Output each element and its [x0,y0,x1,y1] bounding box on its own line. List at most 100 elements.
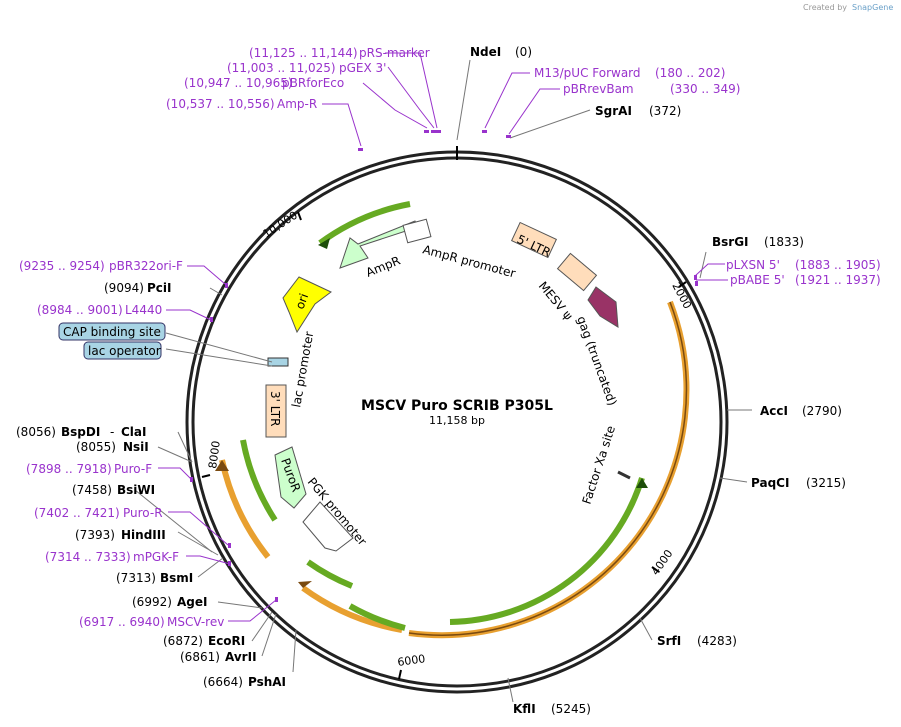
site-clai: ClaI [121,425,146,439]
gag-arrow [587,286,619,328]
orf-arc-green-top [318,201,411,246]
site-avrii: AvrII [225,650,257,664]
primer-pgex3-range: (11,003 .. 11,025) [227,61,336,75]
site-pcii: PciI [147,281,172,295]
primer-mscv-rev-range: (6917 .. 6940) [79,615,165,629]
orf-arc-orange-left [219,459,271,559]
orf-arc-orange-right [408,300,690,639]
site-bsrgi-pos: (1833) [764,235,804,249]
site-agei: AgeI [177,595,207,609]
orf-arrowhead [298,581,312,588]
cap-binding-site-box [58,322,166,341]
site-bspdi: BspDI [61,425,100,439]
site-agei-pos: (6992) [132,595,172,609]
feature-ampr: AmpR [364,253,402,279]
site-ecori: EcoRI [208,634,245,648]
ltr3-box [265,384,287,438]
orf-arc-orange-bottom [301,585,403,633]
primer-m13-puc-forward-range: (180 .. 202) [655,66,725,80]
credit-brand: SnapGene [852,3,893,12]
primer-plxsn5-range: (1883 .. 1905) [795,258,881,272]
site-paqci-pos: (3215) [806,476,846,490]
pgk-promoter-arrow [302,501,354,552]
orf-arc-green-left [240,439,278,522]
primer-markers [190,130,698,602]
primer-ampr: Amp-R [277,97,317,111]
primer-pbrforeco: pBRforEco [282,76,344,90]
site-sgrai: SgrAI [595,104,632,118]
primer-mpgk-f-range: (7314 .. 7333) [45,550,131,564]
credit-prefix: Created by [803,3,847,12]
orf-arrowhead-right [636,478,648,488]
primer-puro-f: Puro-F [114,462,152,476]
primer-pbr322ori-f: pBR322ori-F [109,259,183,273]
primer-puro-f-range: (7898 .. 7918) [26,462,112,476]
site-srfi: SrfI [657,634,681,648]
orf-arc-orange-right-core [408,301,688,636]
ampr-promoter-box [402,218,432,244]
orf-arc-green-bottom [306,559,354,589]
site-pcii-pos: (9094) [104,281,144,295]
tick-label-6000: 6000 [397,652,427,669]
site-nsii: NsiI [123,440,149,454]
primer-l4440-range: (8984 .. 9001) [37,303,123,317]
site-bsmi-pos: (7313) [116,571,156,585]
tick-label-10000: 10,000 [261,209,300,241]
orf-arrowhead-top [318,238,330,249]
puror-arrow [274,446,307,509]
site-paqci: PaqCI [751,476,789,490]
primer-pbabe5: pBABE 5' [730,273,785,287]
primer-ampr-range: (10,537 .. 10,556) [166,97,275,111]
primer-leader-lines [158,52,728,622]
site-bsrgi: BsrGI [712,235,749,249]
primer-pbabe5-range: (1921 .. 1937) [795,273,881,287]
primer-pbrrevbam-range: (330 .. 349) [670,82,740,96]
tick-label-4000: 4000 [649,547,676,577]
site-nsii-pos: (8055) [76,440,116,454]
site-sgrai-pos: (372) [649,104,681,118]
plasmid-size: 11,158 bp [429,414,485,427]
feature-gag: gag (truncated) [574,314,619,407]
cap-binding-site-label: CAP binding site [63,325,161,339]
site-hindiii: HindIII [121,528,166,542]
primer-prs-marker-range: (11,125 .. 11,144) [249,46,358,60]
lac-operator-box [83,341,162,360]
site-srfi-pos: (4283) [697,634,737,648]
site-kfli-pos: (5245) [551,702,591,716]
primer-prs-marker: pRS-marker [359,46,430,60]
site-pshai: PshAI [248,675,286,689]
lac-operator-mark [267,357,289,367]
primer-mscv-rev: MSCV-rev [167,615,224,629]
ltr5-box [510,221,558,259]
site-bspdi-sep: - [110,425,114,439]
site-kfli: KflI [513,702,536,716]
tick-label-8000: 8000 [206,440,223,470]
feature-lac-promoter: lac promoter [289,330,316,408]
feature-mesv-psi: MESV ψ [536,279,576,323]
site-acci-pos: (2790) [802,404,842,418]
primer-pbrrevbam: pBRrevBam [563,82,634,96]
primer-puro-r-range: (7402 .. 7421) [34,506,120,520]
feature-ltr3: 3' LTR [268,391,282,426]
primer-pbr322ori-f-range: (9235 .. 9254) [19,259,105,273]
site-bspdi-pos: (8056) [16,425,56,439]
orf-arc-green-right [449,477,645,625]
site-ndei: NdeI [470,45,501,59]
site-pshai-pos: (6664) [203,675,243,689]
site-hindiii-pos: (7393) [75,528,115,542]
lac-operator-label: lac operator [88,344,161,358]
site-bsiwi-pos: (7458) [72,483,112,497]
feature-ampr-promoter: AmpR promoter [421,242,517,280]
primer-l4440: L4440 [125,303,162,317]
orf-arc-green-bottom2 [348,603,406,631]
site-bsiwi: BsiWI [117,483,155,497]
primer-mpgk-f: mPGK-F [133,550,179,564]
tick-marks [201,211,687,680]
site-avrii-pos: (6861) [180,650,220,664]
primer-pbrforeco-range: (10,947 .. 10,965) [184,76,293,90]
site-bsmi: BsmI [160,571,193,585]
mesv-psi-box [556,252,598,292]
primer-puro-r: Puro-R [123,506,163,520]
site-leader-lines [134,59,752,703]
orf-arrowhead-left [215,460,229,471]
